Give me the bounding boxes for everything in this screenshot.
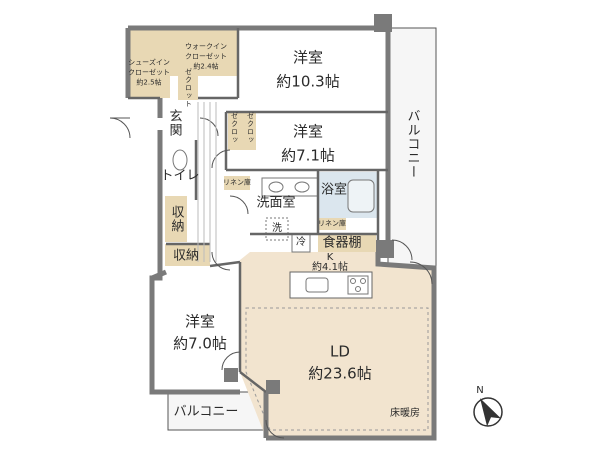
washer-label: 洗: [272, 223, 282, 234]
compass-north-label: N: [476, 385, 484, 396]
room-kitchen-name: K: [326, 252, 334, 263]
room-western-top-name: 洋室: [292, 48, 324, 67]
pantry-area: [318, 234, 376, 252]
room-western-top-area: 約10.3帖: [276, 72, 340, 91]
linen-2-area: [318, 218, 346, 230]
room-western-mid-area: 約7.1帖: [281, 146, 335, 165]
balcony-right-label: バルコニー: [404, 109, 420, 179]
interior-walls: [128, 28, 388, 393]
linen-1-area: [224, 176, 250, 190]
pillar: [266, 380, 280, 394]
shoe-closet-line1: シューズイン: [128, 58, 170, 67]
room-western-left-area: 約7.0帖: [173, 334, 227, 353]
room-entrance: 玄関: [166, 109, 182, 137]
room-western-left-name: 洋室: [184, 312, 216, 331]
stove: [347, 275, 369, 295]
closet-a-label: ゼクロット: [184, 68, 193, 108]
linen-1-label: リネン庫: [223, 178, 251, 187]
vanity: [261, 177, 319, 197]
walls: [125, 25, 437, 441]
floor-heating-zone: [245, 307, 429, 431]
shoe-closet-area: [128, 28, 170, 98]
hallway-floor-lines: [197, 102, 217, 262]
closet-b-area: [228, 112, 256, 150]
shoe-closet-line2: クローゼット: [128, 68, 170, 77]
room-washroom: 洗面室: [256, 195, 296, 211]
pillar: [224, 368, 238, 382]
burner: [350, 278, 356, 284]
walkin-closet-line1: ウォークイン: [185, 42, 227, 51]
walkin-closet-area: [170, 28, 238, 76]
sink: [305, 277, 329, 293]
storage-1-area: [165, 196, 187, 242]
washbasin: [294, 181, 310, 193]
balcony-bottom-label: バルコニー: [173, 404, 239, 420]
floor-heating-label: 床暖房: [390, 408, 420, 419]
linen-2-label: リネン庫: [318, 219, 346, 228]
storage-1-label: 収納: [168, 205, 184, 233]
closet-a-area: [178, 76, 198, 100]
bathtub: [347, 179, 375, 213]
room-bath: 浴室: [320, 182, 348, 198]
pillar: [376, 240, 394, 258]
burner: [355, 286, 361, 292]
room-western-mid-name: 洋室: [292, 122, 324, 141]
compass-icon: [473, 397, 503, 427]
closet-b-label: ゼクロッ: [230, 112, 239, 144]
fridge-label: 冷: [296, 237, 306, 248]
room-toilet: トイレ: [160, 168, 200, 184]
shoe-closet-area: 約2.5帖: [136, 78, 162, 87]
room-ld-name: LD: [330, 342, 350, 361]
walkin-closet-line2: クローゼット: [185, 52, 227, 61]
doors: [109, 117, 433, 439]
room-ld-area: 約23.6帖: [308, 364, 372, 383]
balcony-bottom-area: [167, 391, 267, 431]
room-pantry: 食器棚: [322, 235, 362, 251]
burner: [360, 278, 366, 284]
room-kitchen-area: 約4.1帖: [312, 262, 348, 273]
closet-c-label: ゼクロッ: [246, 112, 255, 144]
storage-2-label: 収納: [172, 248, 200, 264]
balcony-right-area: [387, 27, 437, 269]
walkin-closet-area: 約2.4帖: [193, 62, 219, 71]
toilet-bowl: [172, 149, 188, 171]
ld-floor: [240, 252, 434, 438]
washbasin: [268, 181, 284, 193]
storage-2-area: [165, 244, 210, 266]
pillar: [374, 14, 392, 32]
